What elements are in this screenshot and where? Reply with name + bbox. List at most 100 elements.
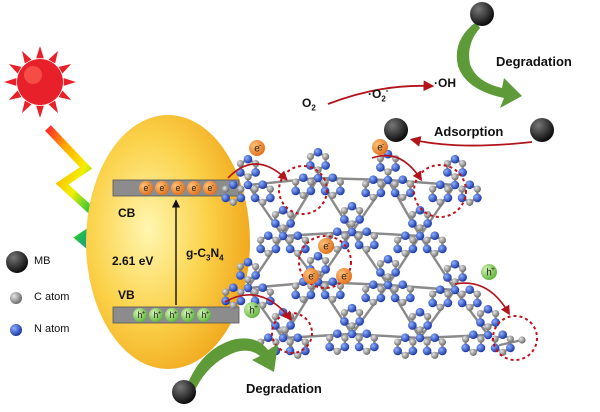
nitrogen-atom (506, 343, 515, 353)
carbon-atom (409, 338, 417, 346)
nitrogen-atom (313, 147, 323, 157)
carbon-atom (369, 193, 377, 201)
carbon-atom (473, 290, 481, 298)
nitrogen-atom (228, 283, 238, 292)
electron-badge: e- (303, 268, 319, 284)
nitrogen-atom (362, 329, 372, 338)
nitrogen-atom (236, 193, 246, 203)
nitrogen-atom (376, 293, 386, 303)
nitrogen-atom (415, 333, 425, 343)
carbon-atom (348, 322, 356, 330)
nitrogen-atom (457, 298, 467, 308)
carbon-atom (391, 285, 399, 293)
adsorption-label: Adsorption (434, 124, 504, 139)
nitrogen-atom (286, 321, 295, 330)
carbon-atom (362, 285, 370, 293)
svg-text:+: + (491, 266, 495, 273)
sun-ray (22, 100, 32, 114)
nitrogen-atom (443, 298, 453, 308)
carbon-atom (458, 290, 466, 298)
nitrogen-atom (473, 193, 482, 203)
carbon-atom (251, 185, 259, 193)
nitrogen-atom (400, 333, 410, 342)
nitrogen-atom (458, 273, 467, 282)
nitrogen-atom (383, 254, 393, 264)
legend-mb-marker (6, 251, 28, 273)
nitrogen-atom (286, 219, 295, 228)
electron-badge: e- (203, 181, 217, 195)
nitrogen-atom (465, 285, 475, 294)
nitrogen-atom (243, 283, 253, 293)
nitrogen-atom (370, 342, 379, 352)
carbon-atom (429, 290, 437, 298)
carbon-atom (401, 351, 409, 359)
nitrogen-atom (457, 193, 467, 203)
svg-text:-: - (164, 183, 166, 189)
nitrogen-atom (362, 227, 372, 236)
carbon-atom (444, 290, 452, 298)
svg-text:e: e (308, 272, 314, 283)
carbon-atom (424, 312, 432, 321)
material-label: g-C3N4 (186, 246, 224, 263)
nitrogen-atom (250, 193, 260, 203)
sun-ray (8, 90, 22, 100)
carbon-atom (341, 334, 349, 342)
carbon-atom (429, 185, 437, 193)
electron-badge: e- (139, 181, 153, 195)
degradation-bottom-label: Degradation (246, 381, 322, 396)
nitrogen-atom (450, 259, 460, 269)
carbon-atom (272, 236, 280, 244)
nitrogen-atom (438, 244, 447, 254)
svg-text:+: + (190, 310, 194, 316)
nitrogen-atom (450, 180, 460, 190)
nitrogen-atom (306, 186, 316, 196)
carbon-atom (391, 180, 399, 188)
hole-badge: h+ (149, 308, 163, 322)
hole-badge: h+ (165, 308, 179, 322)
carbon-atom (473, 185, 481, 193)
carbon-atom (438, 236, 446, 244)
carbon-atom (336, 178, 344, 186)
nitrogen-atom (390, 188, 400, 198)
carbon-atom (356, 308, 364, 317)
carbon-atom (229, 301, 237, 309)
carbon-atom (416, 224, 424, 232)
nitrogen-atom (278, 333, 288, 343)
nitrogen-atom (221, 193, 230, 203)
carbon-atom (321, 178, 329, 186)
carbon-atom (294, 249, 302, 257)
carbon-atom (469, 348, 477, 356)
carbon-atom (252, 262, 260, 271)
carbon-atom (329, 191, 337, 199)
carbon-atom (266, 288, 274, 296)
carbon-atom (399, 193, 407, 201)
carbon-atom (292, 282, 300, 290)
carbon-atom (329, 295, 337, 303)
carbon-atom (333, 347, 341, 355)
active-site-circle (492, 315, 538, 361)
nitrogen-atom (271, 219, 280, 228)
sun-ray (36, 46, 44, 59)
carbon-atom (431, 249, 439, 257)
nitrogen-atom (285, 244, 295, 254)
carbon-atom (459, 159, 467, 168)
carbon-atom (369, 298, 377, 306)
nitrogen-atom (271, 244, 281, 254)
adsorption-arrow (409, 136, 533, 147)
carbon-atom (491, 335, 499, 343)
svg-text:e: e (144, 183, 149, 193)
nitrogen-atom (355, 215, 364, 224)
svg-text:-: - (196, 183, 198, 189)
svg-text:e: e (176, 183, 181, 193)
vb-label: VB (118, 288, 135, 302)
nitrogen-atom (368, 280, 378, 289)
nitrogen-atom (291, 290, 300, 300)
svg-text:e: e (160, 183, 165, 193)
active-site-circle (271, 312, 313, 354)
nitrogen-atom (293, 333, 303, 342)
nitrogen-atom (415, 231, 425, 241)
sun-ray (58, 90, 72, 100)
carbon-atom (222, 185, 230, 193)
nitrogen-atom (325, 342, 334, 352)
nitrogen-atom (398, 280, 408, 289)
